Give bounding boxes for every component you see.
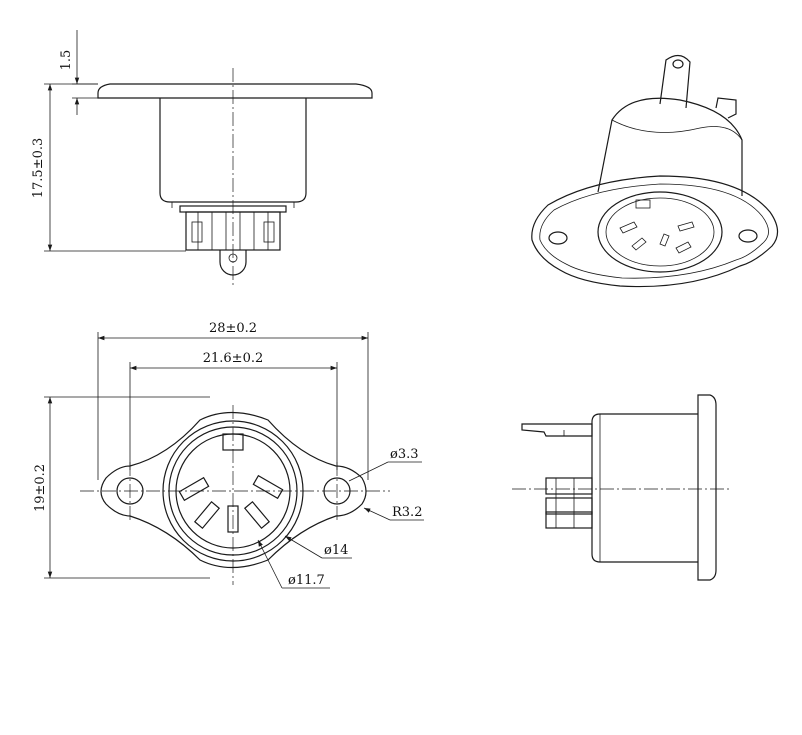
dim-socket-diameter: ø11.7 <box>288 573 325 588</box>
dim-flange-thickness: 1.5 <box>59 50 74 71</box>
dim-body-diameter: ø14 <box>324 543 348 558</box>
dim-overall-height: 19±0.2 <box>33 464 48 512</box>
isometric-view <box>531 54 779 288</box>
side-view <box>512 394 730 581</box>
dim-hole-spacing: 21.6±0.2 <box>203 351 264 366</box>
pin-3 <box>193 500 221 530</box>
pin-1 <box>178 476 210 502</box>
side-elevation-view: 1.5 17.5±0.3 <box>31 30 373 285</box>
dim-overall-width: 28±0.2 <box>209 321 257 336</box>
dim-corner-radius: R3.2 <box>392 505 422 520</box>
dim-hole-diameter: ø3.3 <box>390 447 419 462</box>
pin-2 <box>252 474 284 500</box>
front-view: 28±0.2 21.6±0.2 19±0.2 ø3.3 R3.2 ø14 ø11… <box>33 321 424 589</box>
dim-height: 17.5±0.3 <box>31 138 46 199</box>
pin-5 <box>243 500 271 530</box>
